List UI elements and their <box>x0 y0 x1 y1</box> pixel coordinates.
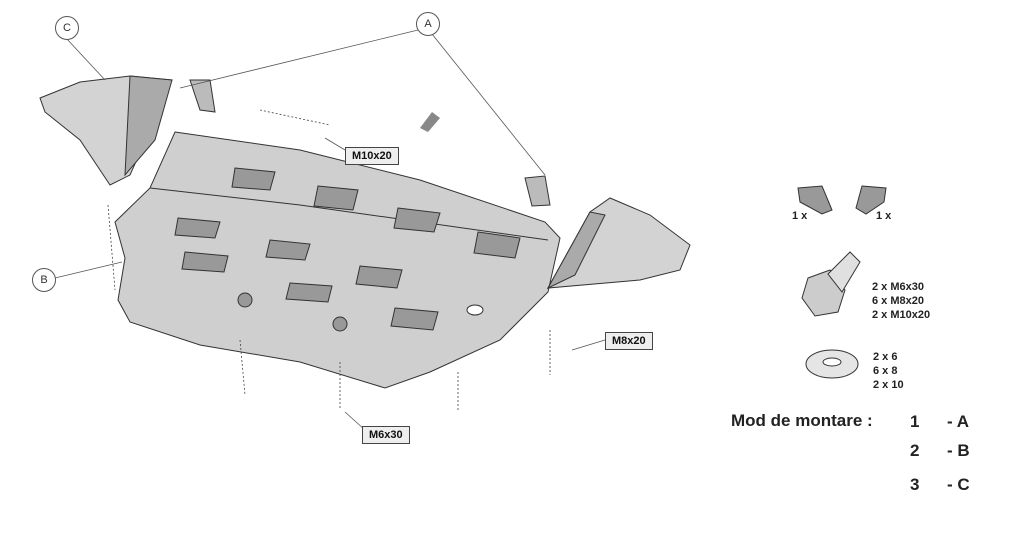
washer-item: 2 x 10 <box>873 379 904 391</box>
callout-b: B <box>32 268 56 292</box>
mounting-step-num: 1 <box>910 412 920 431</box>
mounting-step-num: 3 <box>910 475 920 494</box>
bracket-right-qty: 1 x <box>876 210 892 222</box>
bracket-right-icon <box>855 185 887 215</box>
washer-item: 2 x 6 <box>873 351 898 363</box>
label-m8x20: M8x20 <box>605 332 653 350</box>
bracket-a1 <box>189 79 216 113</box>
bolt-item: 2 x M6x30 <box>872 281 924 293</box>
bolt-item: 6 x M8x20 <box>872 295 924 307</box>
mounting-step-letter: - C <box>947 475 970 494</box>
bracket-a2 <box>524 175 551 207</box>
label-m10x20: M10x20 <box>345 147 399 165</box>
mounting-step-letter: - B <box>947 441 970 460</box>
callout-c: C <box>55 16 79 40</box>
washer-icon <box>805 349 859 379</box>
callout-a: A <box>416 12 440 36</box>
mounting-step-num: 2 <box>910 441 920 460</box>
skid-plate <box>114 131 561 389</box>
mounting-label: Mod de montare : <box>731 411 873 430</box>
bracket-left-qty: 1 x <box>792 210 808 222</box>
right-wing-panel <box>547 197 691 289</box>
mounting-step-letter: - A <box>947 412 970 431</box>
bolt-item: 2 x M10x20 <box>872 309 931 321</box>
washer-item: 6 x 8 <box>873 365 898 377</box>
label-m6x30: M6x30 <box>362 426 410 444</box>
direction-arrow-icon <box>420 112 440 132</box>
bolt-icon <box>801 251 861 317</box>
bracket-left-icon <box>797 185 833 215</box>
